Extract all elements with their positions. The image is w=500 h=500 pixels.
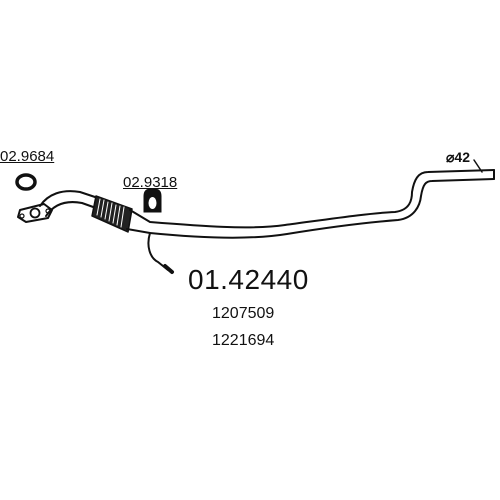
flex-section (91, 195, 133, 233)
ring-part-reference: 02.9684 (0, 148, 55, 165)
part-number: 01.42440 (188, 264, 309, 295)
front-bend (39, 190, 99, 207)
diameter-pointer (473, 159, 483, 173)
pipe-diameter-label: ⌀42 (446, 149, 471, 165)
main-pipe-bottom (126, 178, 495, 239)
inlet-flange (17, 203, 53, 223)
hanger-part-reference: 02.9318 (123, 174, 178, 191)
gasket-ring-icon (15, 173, 37, 191)
exhaust-pipe-icon (17, 159, 495, 274)
oem-number: 1207509 (212, 305, 275, 322)
main-pipe-top (129, 169, 495, 229)
rubber-hanger-icon (143, 188, 162, 213)
oem-number: 1221694 (212, 332, 275, 349)
sensor-wire (147, 232, 169, 271)
